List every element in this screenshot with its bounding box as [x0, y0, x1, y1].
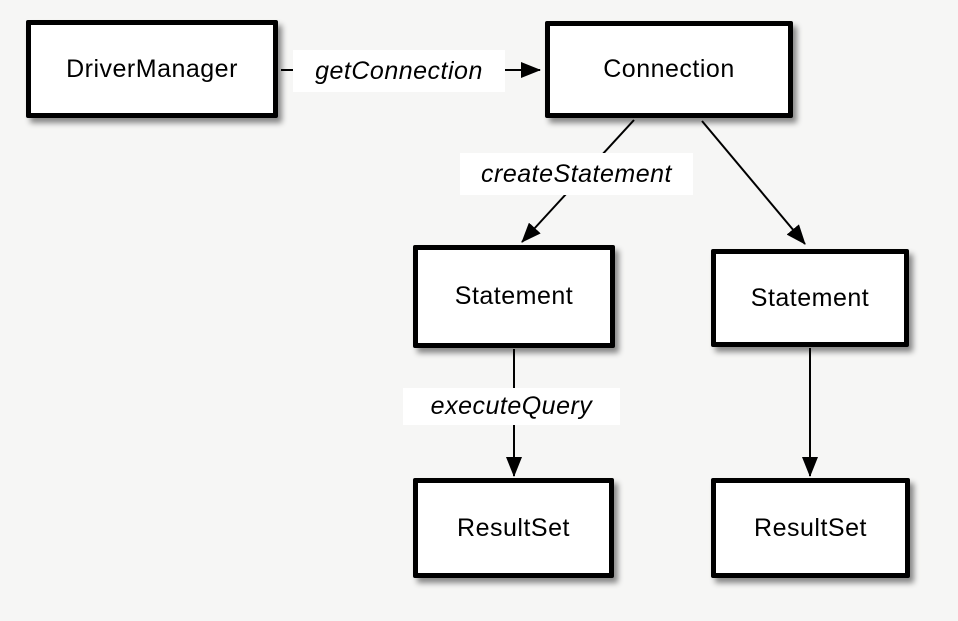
node-connection: Connection	[545, 21, 793, 118]
node-drivermanager: DriverManager	[26, 20, 278, 118]
node-resultset-left: ResultSet	[413, 478, 614, 578]
edge-label-executequery: executeQuery	[403, 388, 620, 425]
node-statement-left-label: Statement	[454, 282, 574, 310]
edge-label-getconnection: getConnection	[293, 50, 505, 92]
node-resultset-left-label: ResultSet	[457, 513, 570, 542]
node-drivermanager-label: DriverManager	[66, 54, 238, 83]
edge-connection-statement-right	[701, 120, 806, 245]
node-resultset-right: ResultSet	[711, 478, 910, 578]
node-statement-right: Statement	[711, 249, 909, 347]
edge-label-createstatement: createStatement	[460, 153, 693, 195]
node-statement-left: Statement	[413, 245, 615, 348]
node-statement-right-label: Statement	[750, 283, 870, 312]
node-connection-label: Connection	[603, 55, 735, 83]
node-resultset-right-label: ResultSet	[754, 513, 867, 542]
